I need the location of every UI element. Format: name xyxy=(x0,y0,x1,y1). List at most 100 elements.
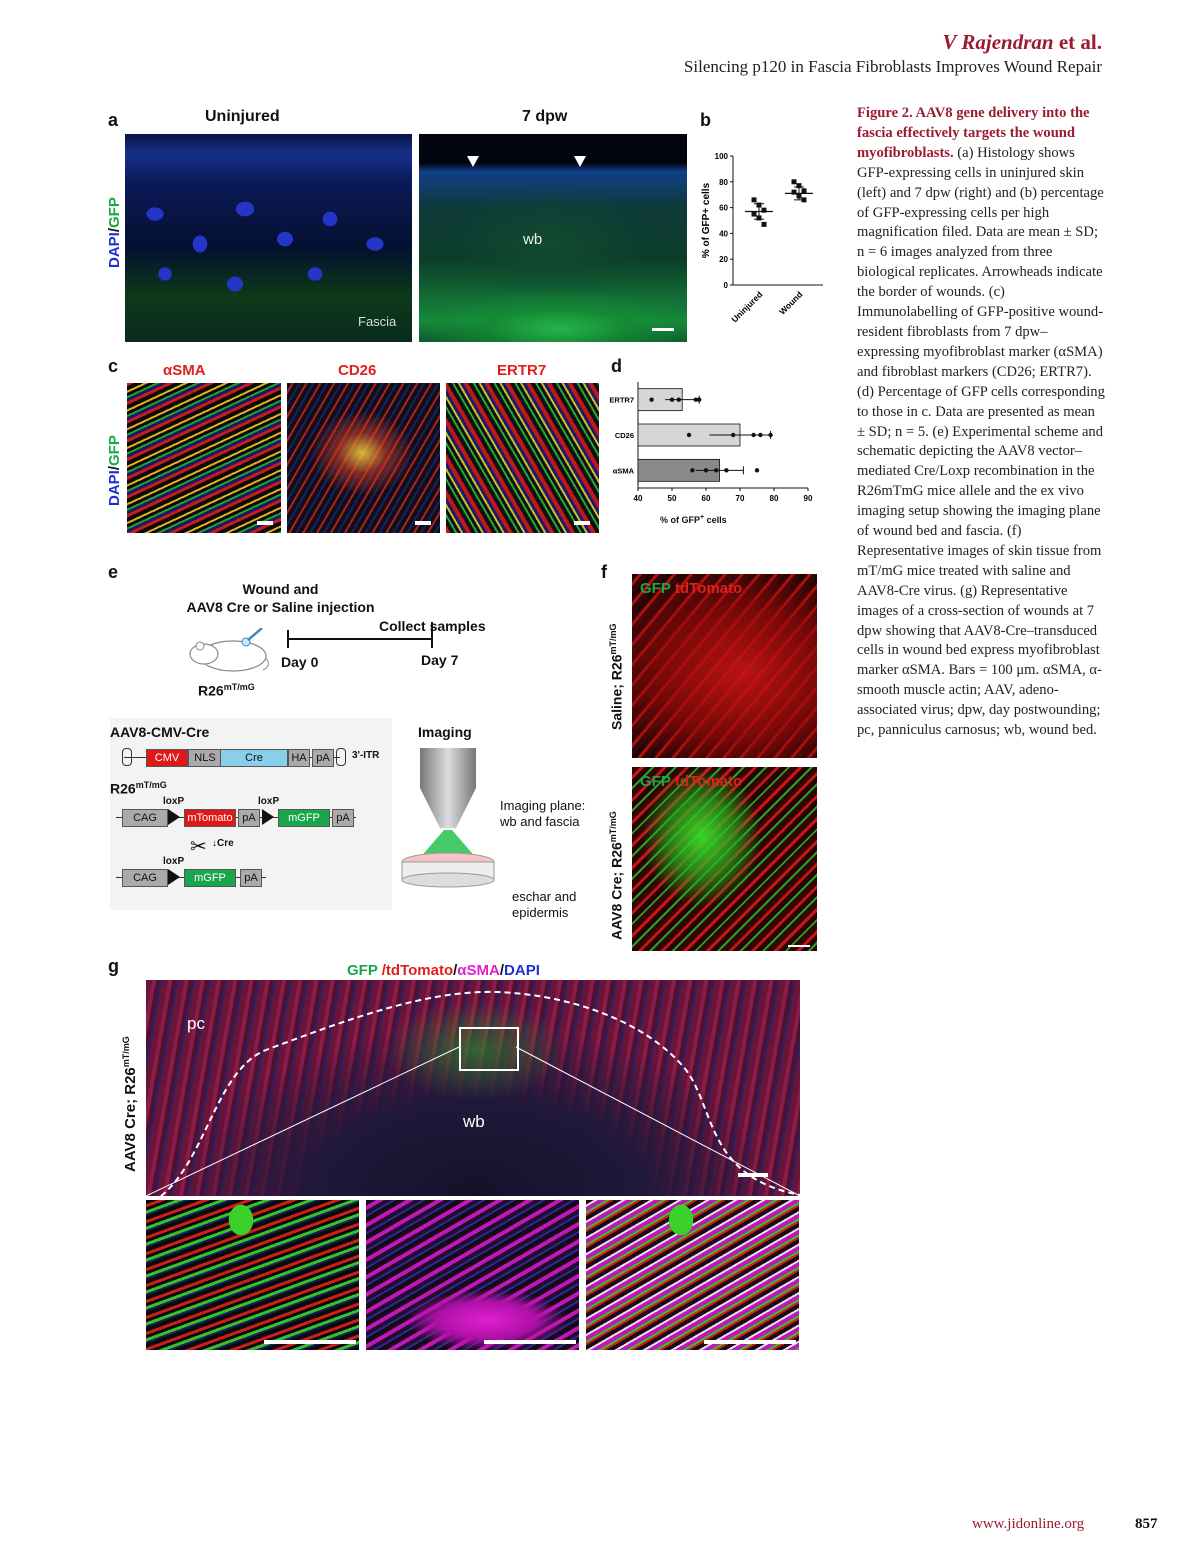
panel-g-title: GFP /tdTomato/αSMA/DAPI xyxy=(347,962,540,979)
category-label: ERTR7 xyxy=(609,396,634,405)
category-label: αSMA xyxy=(613,466,635,475)
running-title: Silencing p120 in Fascia Fibroblasts Imp… xyxy=(683,57,1102,76)
data-point xyxy=(693,397,698,402)
data-point xyxy=(724,468,729,473)
loxp-label-3: loxP xyxy=(163,856,185,867)
footer-url[interactable]: www.jidonline.org xyxy=(972,1516,1085,1532)
allele-top-backbone xyxy=(116,817,356,818)
box-pa-bottom: pA xyxy=(240,869,262,887)
x-tick-label: 80 xyxy=(770,494,779,503)
mouse-genotype-label: R26mT/mG xyxy=(198,682,255,699)
imaging-title: Imaging xyxy=(418,724,472,740)
scale-bar xyxy=(652,328,674,331)
scale-bar xyxy=(415,521,431,525)
panel-d-letter: d xyxy=(611,356,622,376)
micrograph-ertr7 xyxy=(446,383,599,533)
micrograph-inset-merge xyxy=(586,1200,799,1350)
scale-bar xyxy=(788,945,810,947)
box-pa: pA xyxy=(312,749,334,767)
box-pa-top1: pA xyxy=(238,809,260,827)
data-point xyxy=(649,397,654,402)
itr-right xyxy=(336,748,346,766)
data-point xyxy=(697,397,702,402)
data-point xyxy=(754,468,760,473)
scale-bar xyxy=(704,1340,796,1344)
timeline-tick-day7 xyxy=(431,622,433,648)
scale-bar xyxy=(484,1340,576,1344)
micrograph-saline: GFP tdTomato xyxy=(632,574,817,758)
scissors-icon: ✂ xyxy=(190,836,207,858)
x-tick-label: 70 xyxy=(736,494,745,503)
wound-border-arrowhead-right xyxy=(574,156,586,167)
data-point xyxy=(686,432,692,438)
loxp-label-1: loxP xyxy=(163,796,185,807)
box-ha: HA xyxy=(288,749,310,767)
y-tick-label: 0 xyxy=(724,281,729,290)
panel-f-row2-label: AAV8 Cre; R26mT/mG xyxy=(608,811,625,940)
micrograph-inset-sma xyxy=(366,1200,579,1350)
panel-c-ylabel: DAPI/GFP xyxy=(106,435,123,506)
data-point xyxy=(690,468,695,473)
panel-g-side-label: AAV8 Cre; R26mT/mG xyxy=(121,1036,139,1172)
loxp-label-2: loxP xyxy=(258,796,280,807)
panel-e-letter: e xyxy=(108,562,119,582)
timeline-tick-day0 xyxy=(287,630,289,648)
y-tick-label: 80 xyxy=(719,178,728,187)
eschar-label: eschar and epidermis xyxy=(512,889,577,920)
data-point xyxy=(801,188,807,194)
panel-a-letter: a xyxy=(108,110,119,130)
y-axis-label: % of GFP+ cells xyxy=(701,182,712,258)
scale-bar xyxy=(738,1173,768,1177)
author-suffix: et al. xyxy=(1053,30,1102,54)
day0-label: Day 0 xyxy=(281,654,319,670)
itr-label: 3'-ITR xyxy=(352,750,380,761)
data-point xyxy=(761,207,767,213)
y-tick-label: 60 xyxy=(719,204,728,213)
x-tick-label: Uninjured xyxy=(729,289,764,324)
loxp-triangle-1 xyxy=(168,809,180,825)
panel-c-letter: c xyxy=(108,356,119,376)
panel-c-label-ertr7: ERTR7 xyxy=(497,362,547,379)
author-name: V Rajendran xyxy=(942,30,1054,54)
scale-bar xyxy=(257,521,273,525)
data-point xyxy=(758,432,763,438)
data-point xyxy=(703,468,709,473)
y-tick-label: 20 xyxy=(719,255,728,264)
mouse-illustration xyxy=(188,627,273,674)
itr-left xyxy=(122,748,132,766)
box-cag-top: CAG xyxy=(122,809,168,827)
micrograph-7dpw: wb xyxy=(419,134,687,342)
wound-border-arrowhead-left xyxy=(467,156,479,167)
microscope-objective-icon xyxy=(398,748,498,888)
panel-g-letter: g xyxy=(108,956,119,976)
page-number: 857 xyxy=(1135,1516,1158,1532)
panel-a-title-left: Uninjured xyxy=(205,108,280,125)
box-mtomato: mTomato xyxy=(184,809,236,827)
box-cmv: CMV xyxy=(146,749,188,767)
x-tick-label: Wound xyxy=(777,289,804,316)
panel-a-title-right: 7 dpw xyxy=(522,108,568,125)
caption-body: (a) Histology shows GFP-expressing cells… xyxy=(857,144,1105,739)
x-tick-label: 40 xyxy=(634,494,643,503)
y-tick-label: 100 xyxy=(715,152,729,161)
category-label: CD26 xyxy=(615,431,634,440)
fascia-label: Fascia xyxy=(358,314,397,329)
vector-title: AAV8-CMV-Cre xyxy=(110,724,210,740)
micrograph-cd26 xyxy=(287,383,440,533)
data-point xyxy=(791,189,797,195)
panel-c-label-cd26: CD26 xyxy=(338,362,377,379)
x-tick-label: 60 xyxy=(702,494,711,503)
data-point xyxy=(761,221,767,227)
scale-bar xyxy=(574,521,590,525)
panel-f-row1-label: Saline; R26mT/mG xyxy=(608,623,625,731)
day7-label: Day 7 xyxy=(421,652,459,668)
data-point xyxy=(731,432,736,438)
micrograph-aav8-cre: GFP tdTomato xyxy=(632,767,817,951)
x-tick-label: 50 xyxy=(668,494,677,503)
data-point xyxy=(791,179,797,185)
wound-border-dashed-line xyxy=(146,990,800,1196)
pc-label: pc xyxy=(187,1014,205,1033)
running-header: V Rajendran et al. Silencing p120 in Fas… xyxy=(684,30,1102,77)
panel-c-label-sma: αSMA xyxy=(163,362,206,379)
